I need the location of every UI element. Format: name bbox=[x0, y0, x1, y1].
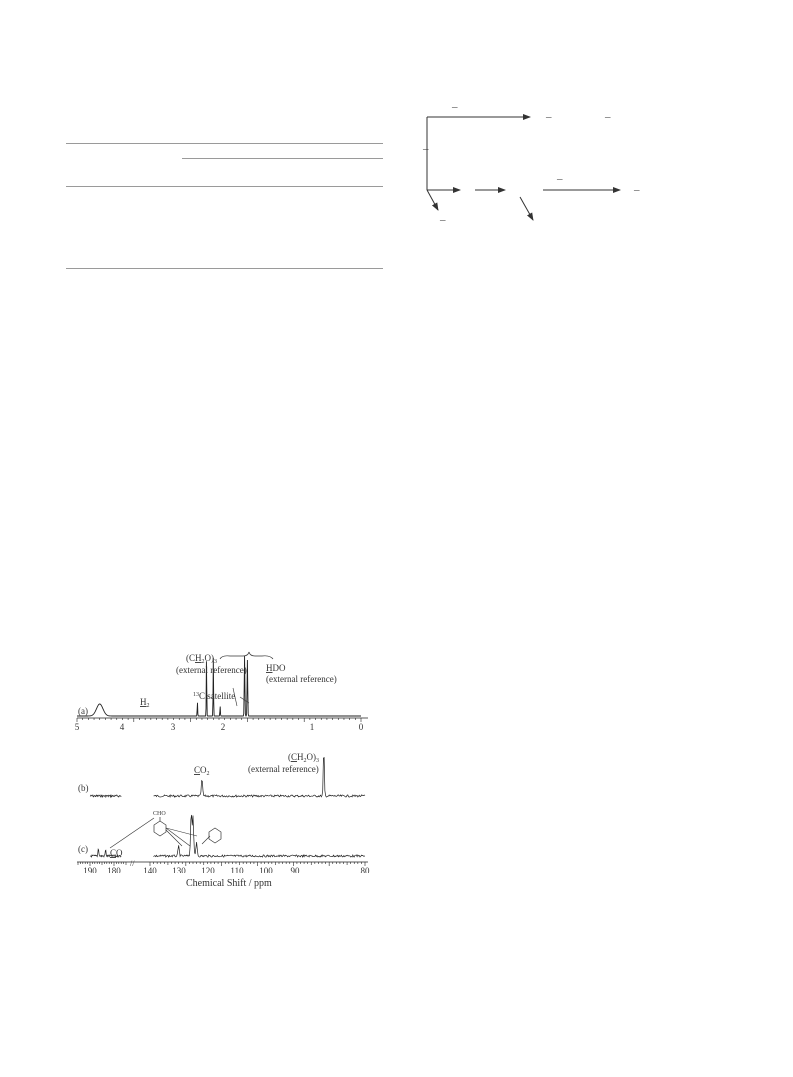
scheme-diagonal-arrow-2 bbox=[519, 196, 534, 221]
panel-a-spectrum bbox=[77, 655, 361, 717]
scheme-minus-7: – bbox=[439, 214, 446, 226]
scheme-minus-1: – bbox=[451, 101, 458, 113]
panel-c-pointers bbox=[109, 817, 211, 849]
label-external-reference-a1: (external reference) bbox=[176, 665, 247, 675]
table-top-rule bbox=[66, 143, 383, 144]
scheme-minus-4: – bbox=[422, 143, 429, 155]
label-ch2o3-b: (CH2O)3 bbox=[288, 752, 319, 764]
label-co: CO bbox=[110, 848, 123, 858]
panel-b-label: (b) bbox=[78, 783, 89, 793]
label-external-reference-b: (external reference) bbox=[248, 764, 319, 774]
label-co2: CO2 bbox=[194, 765, 210, 777]
label-hdo: HDO bbox=[266, 663, 286, 673]
tick-90: 90 bbox=[291, 866, 301, 873]
tick-180: 180 bbox=[107, 866, 121, 873]
panel-a-ticks bbox=[76, 718, 362, 722]
panel-a-tick-2: 2 bbox=[221, 722, 226, 732]
scheme-minus-6: – bbox=[633, 184, 640, 196]
panel-c: (c) CHO CO bbox=[78, 811, 366, 859]
scheme-diagonal-arrow-1 bbox=[426, 189, 439, 211]
tick-110: 110 bbox=[230, 866, 244, 873]
table-column-span-rule bbox=[182, 158, 383, 159]
x-axis-title: Chemical Shift / ppm bbox=[186, 878, 272, 889]
ch2o3-bracket bbox=[219, 651, 274, 660]
bottom-axis: // 190 180 140 130 120 110 100 90 80 bbox=[77, 859, 370, 873]
nmr-spectra-figure: (a) 5 4 3 2 1 0 H2 (CH2O)3 (external ref… bbox=[75, 651, 370, 873]
label-external-reference-a2: (external reference) bbox=[266, 674, 337, 684]
axis-break: // bbox=[130, 859, 135, 868]
panel-c-spectrum bbox=[89, 814, 366, 859]
tick-120: 120 bbox=[201, 866, 215, 873]
satellite-pointer-2 bbox=[239, 696, 250, 704]
benzene-ring-icon bbox=[208, 827, 222, 844]
panel-c-label: (c) bbox=[78, 844, 88, 854]
table-bottom-rule bbox=[66, 268, 383, 269]
tick-130: 130 bbox=[172, 866, 186, 873]
tick-100: 100 bbox=[259, 866, 273, 873]
satellite-pointer-1 bbox=[232, 687, 238, 707]
label-ch2o3-a: (CH2O)3 bbox=[186, 653, 217, 665]
scheme-minus-5: – bbox=[556, 173, 563, 185]
label-h2: H2 bbox=[140, 697, 150, 709]
scheme-minus-2: – bbox=[545, 111, 552, 123]
label-cho: CHO bbox=[153, 811, 166, 817]
benzaldehyde-ring-icon bbox=[153, 817, 167, 837]
table-header-rule bbox=[66, 186, 383, 187]
panel-b: (b) CO2 (CH2O)3 (external reference) bbox=[78, 752, 366, 799]
tick-140: 140 bbox=[143, 866, 157, 873]
tick-190: 190 bbox=[83, 866, 97, 873]
panel-a-tick-4: 4 bbox=[120, 722, 125, 732]
panel-a-tick-3: 3 bbox=[171, 722, 176, 732]
scheme-minus-3: – bbox=[604, 111, 611, 123]
label-13c-satellite: 13C satellite bbox=[193, 691, 235, 701]
panel-a: (a) 5 4 3 2 1 0 H2 (CH2O)3 (external ref… bbox=[75, 651, 368, 732]
reaction-scheme: – – – – – – – bbox=[422, 101, 640, 226]
panel-a-tick-1: 1 bbox=[310, 722, 315, 732]
panel-a-tick-0: 0 bbox=[359, 722, 364, 732]
bottom-axis-ticks bbox=[77, 862, 366, 866]
panel-b-spectrum bbox=[89, 757, 366, 799]
tick-80: 80 bbox=[361, 866, 371, 873]
panel-a-tick-5: 5 bbox=[75, 722, 80, 732]
panel-a-label: (a) bbox=[78, 706, 88, 716]
